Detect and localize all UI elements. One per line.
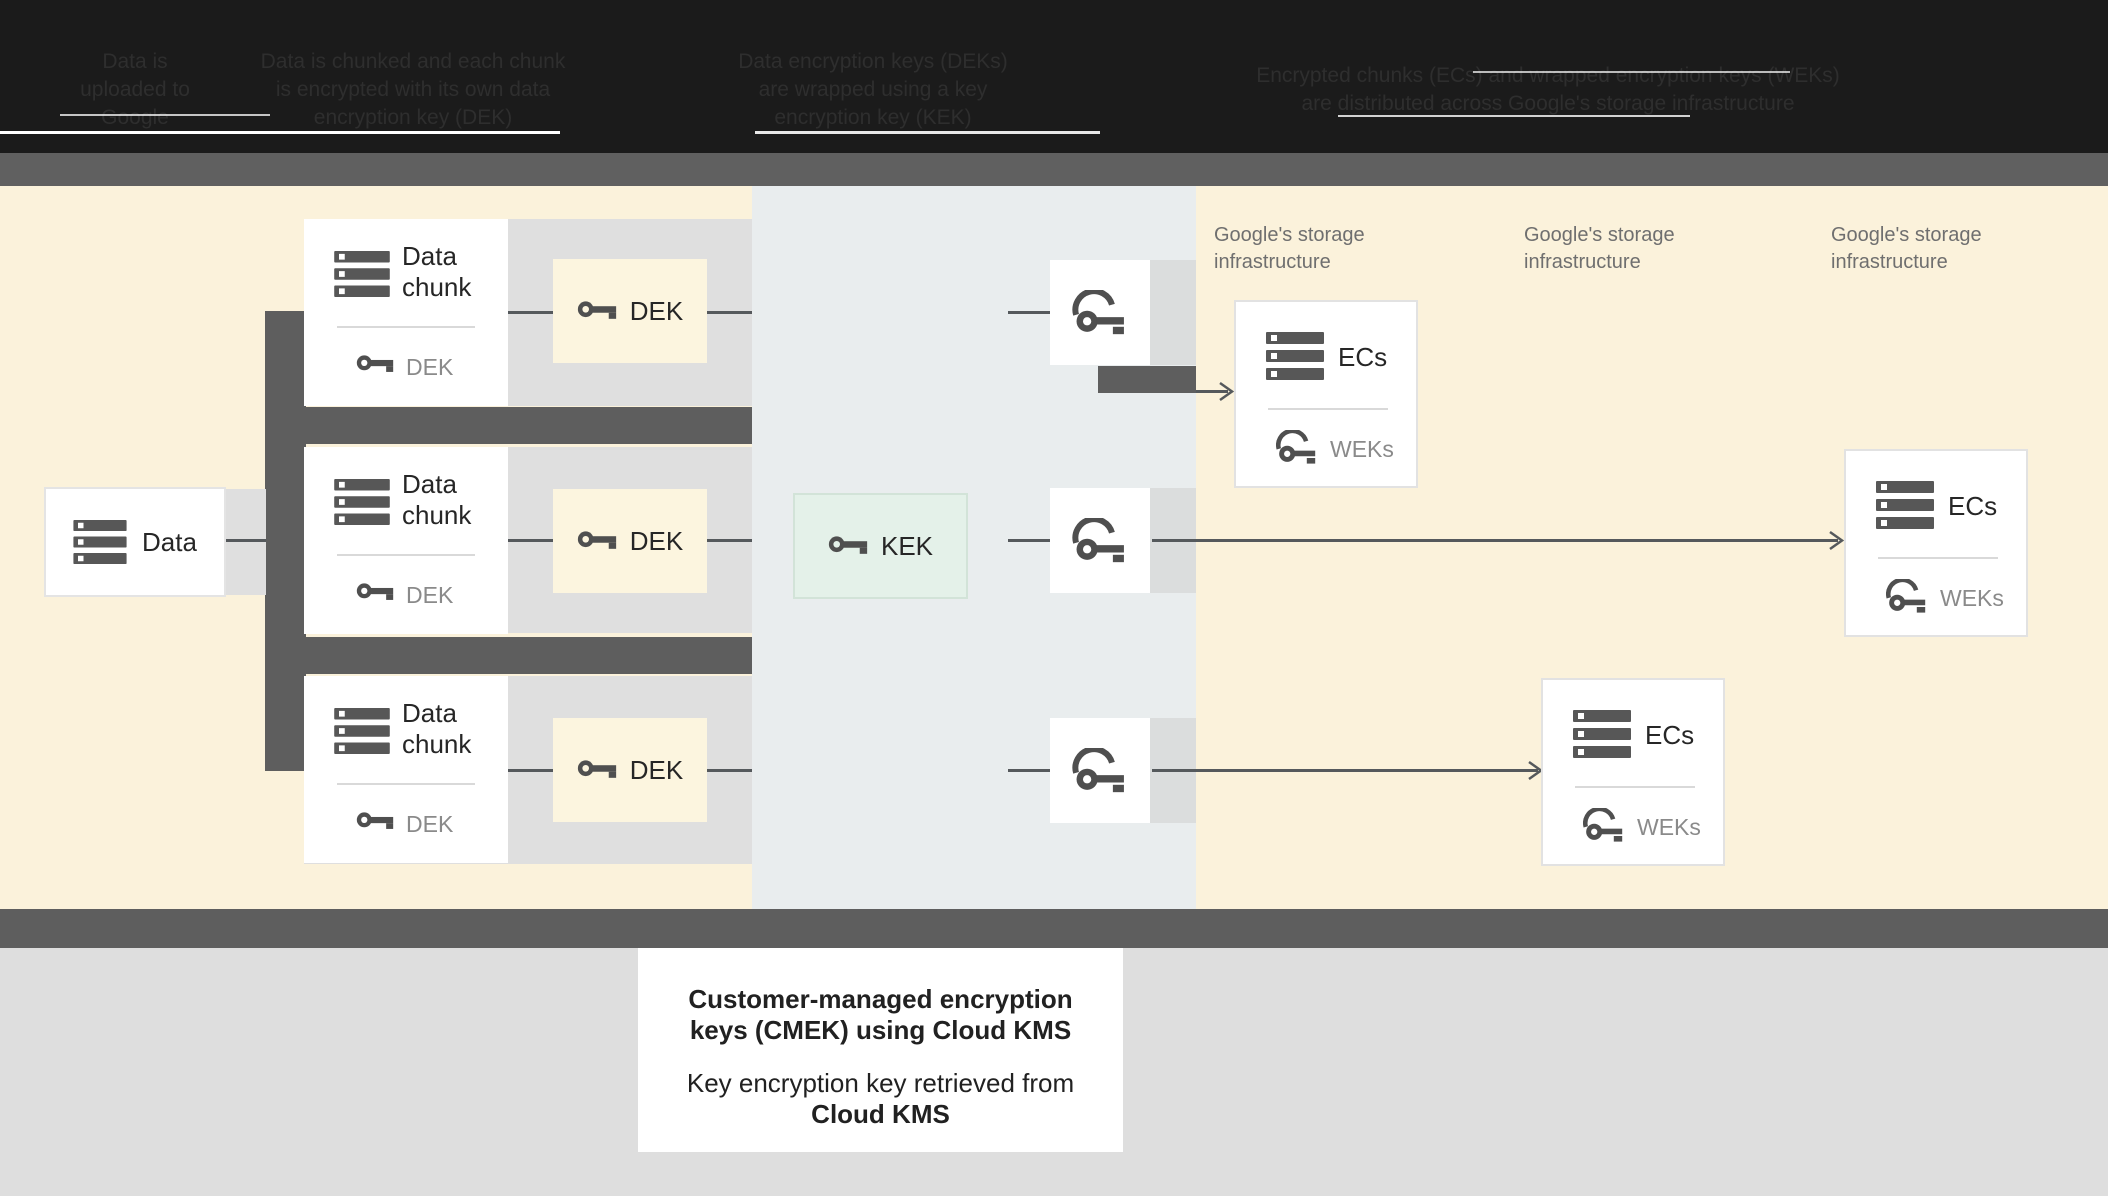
dek-box: DEK [553,489,707,593]
caption-subtitle: Key encryption key retrieved from [686,1068,1075,1098]
banner-underline [60,114,270,116]
data-connector-line [226,539,266,542]
chunk-separator-bar [265,407,752,444]
caption-subtitle-bold: Cloud KMS [811,1099,950,1129]
bottom-divider-band [0,909,2108,948]
ec-box: ECs WEKs [1844,449,2028,637]
key-icon [356,583,394,600]
chunk-dek-label: DEK [406,582,454,608]
storage-icon [1876,481,1934,529]
key-icon [828,536,868,554]
wrap-box-band [1150,260,1196,365]
divider [1268,408,1388,410]
connector-line [707,769,752,772]
arrow-head [1829,530,1845,551]
dek-box-label: DEK [629,754,684,785]
divider [1575,786,1695,788]
kek-box-label: KEK [880,530,934,561]
wrapped-key-icon [1072,747,1124,792]
data-box: Data [44,487,226,597]
caption-title: Customer-managed encryption keys (CMEK) … [688,984,1073,1045]
key-wrap-box [1050,718,1150,823]
data-chunk-box: Data chunk DEK [304,676,508,863]
ec-box-label: ECs [1645,720,1695,750]
caption-card: Customer-managed encryption keys (CMEK) … [638,948,1123,1152]
ec-box-label: ECs [1948,491,1998,521]
chunk-dek-label: DEK [406,811,454,837]
key-icon [577,531,616,549]
connector-line [707,311,752,314]
wrapped-key-icon [1072,289,1124,334]
divider [1878,557,1998,559]
data-chunk-box: Data chunk DEK [304,219,508,406]
key-wrap-box [1050,260,1150,365]
connector-line [1008,769,1050,772]
arrow-line [1152,539,1838,542]
dek-box: DEK [553,718,707,822]
banner-step-2: Data is chunked and each chunk is encryp… [260,50,566,129]
banner-step-1: Data is uploaded to Google [80,50,190,129]
divider [337,783,475,785]
key-icon [356,355,394,372]
ec-box: ECs WEKs [1541,678,1725,866]
storage-icon [334,251,390,297]
ec-box: ECs WEKs [1234,300,1418,488]
storage-infra-label: Google's storage infrastructure [1214,224,1365,273]
connector-line [508,311,553,314]
key-icon [356,812,394,829]
arrow-line [1152,769,1538,772]
banner-underline [1473,71,1790,73]
banner: Data is uploaded to Google Data is chunk… [0,0,2108,153]
storage-icon [334,479,390,525]
connector-line [1008,311,1050,314]
banner-underline [1338,115,1690,117]
ec-wek-label: WEKs [1637,814,1701,840]
data-chunk-label: Data chunk [402,241,472,302]
divider [337,326,475,328]
wrapped-key-icon [1276,430,1316,464]
banner-underline [0,131,560,134]
key-icon [577,760,616,778]
wrap-output-bar [1098,366,1196,393]
connector-line [508,769,553,772]
data-box-label: Data [142,526,197,557]
connector-line [508,539,553,542]
storage-icon [1266,332,1324,380]
dek-box-label: DEK [629,295,684,326]
data-chunk-label: Data chunk [402,698,472,759]
arrow-line [1196,390,1228,393]
arrow-head [1219,381,1235,402]
banner-underline [755,131,1100,134]
ec-box-label: ECs [1338,342,1388,372]
banner-step-3: Data encryption keys (DEKs) are wrapped … [738,50,1008,129]
kek-box: KEK [793,493,968,599]
chunk-separator-bar [265,637,752,674]
divider [337,554,475,556]
data-chunk-box: Data chunk DEK [304,447,508,634]
ec-wek-label: WEKs [1330,436,1394,462]
dek-box: DEK [553,259,707,363]
connector-line [1008,539,1050,542]
split-trunk-bar [265,311,306,771]
dek-box-label: DEK [629,525,684,556]
storage-icon [334,708,390,754]
banner-step-4: Encrypted chunks (ECs) and wrapped encry… [1256,64,1840,115]
wrapped-key-icon [1583,808,1623,842]
wrapped-key-icon [1072,517,1124,562]
data-connector-band [226,489,266,595]
storage-icon [1573,710,1631,758]
storage-infra-label: Google's storage infrastructure [1831,224,1982,273]
ec-wek-label: WEKs [1940,585,2004,611]
wrapped-key-icon [1886,579,1926,613]
key-icon [577,301,616,319]
data-chunk-label: Data chunk [402,469,472,530]
top-divider-band [0,153,2108,186]
connector-line [707,539,752,542]
storage-infra-label: Google's storage infrastructure [1524,224,1675,273]
key-wrap-box [1050,488,1150,593]
chunk-dek-label: DEK [406,354,454,380]
storage-icon [73,520,127,564]
